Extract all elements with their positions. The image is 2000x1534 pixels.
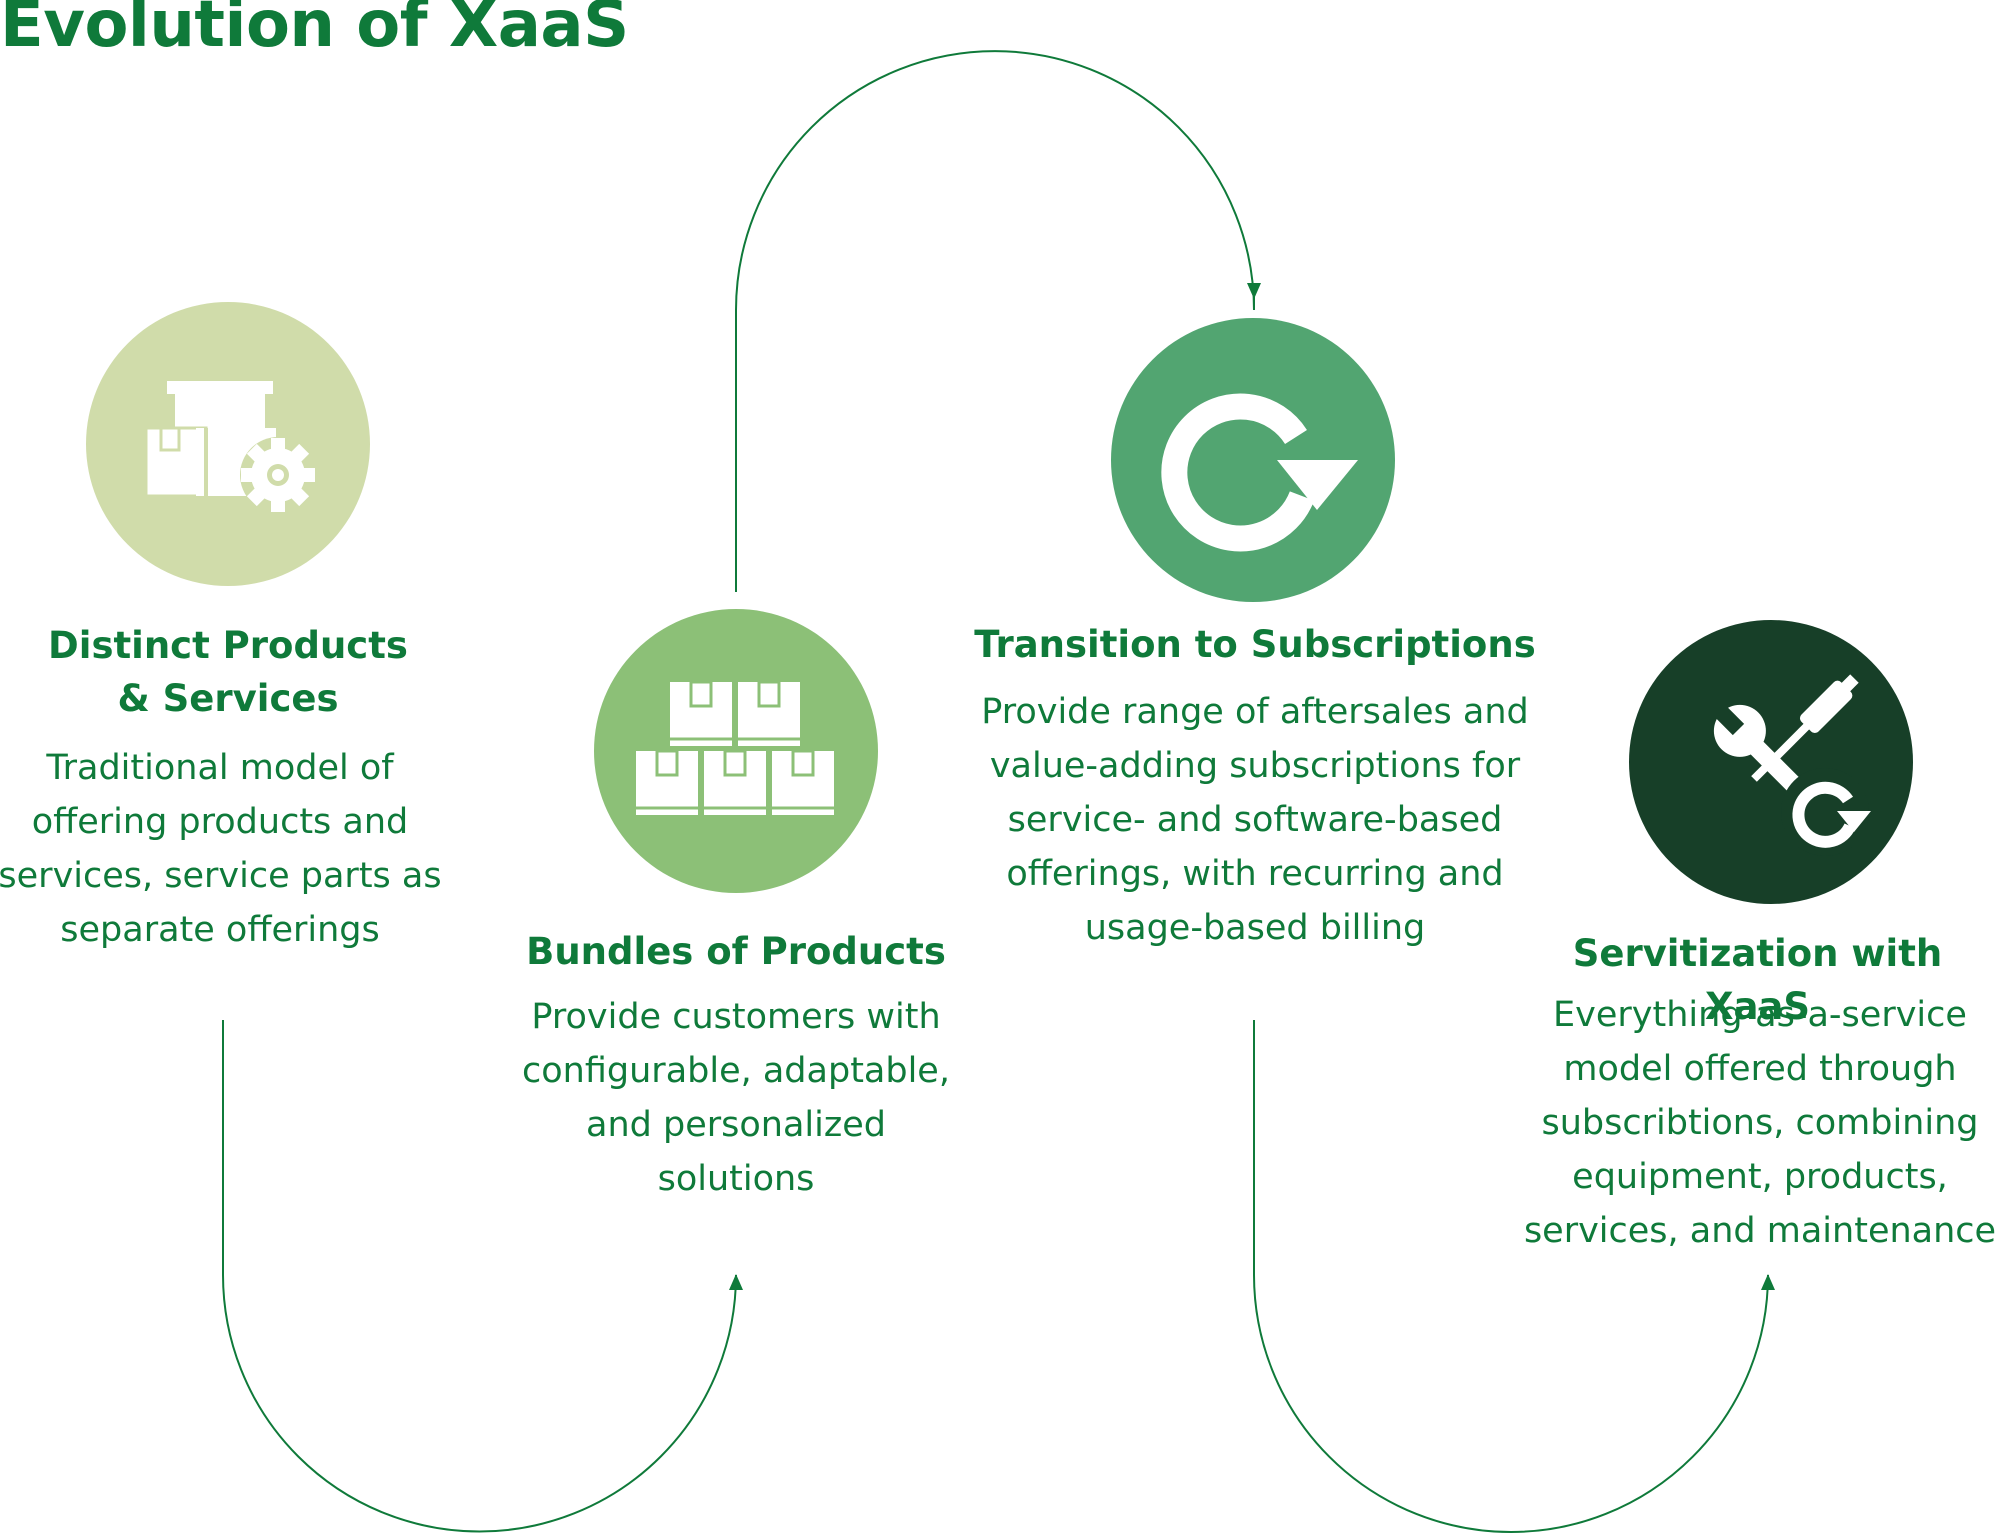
- connector-1-to-2: [222, 1020, 737, 1533]
- step4-circle: [1629, 620, 1913, 904]
- step3-circle: [1111, 318, 1395, 602]
- step2-title: Bundles of Products: [526, 930, 946, 973]
- arrow-up-step4: [1761, 1274, 1775, 1290]
- page-title: Evolution of XaaS: [0, 0, 629, 62]
- step2-description: Provide customers with configurable, ada…: [522, 997, 950, 1199]
- step3-description: Provide range of aftersales and value-ad…: [981, 692, 1529, 948]
- step2-circle: [594, 609, 878, 893]
- stacked-boxes-icon: [594, 609, 878, 893]
- step1-circle: [86, 302, 370, 586]
- step1-description: Traditional model of offering products a…: [0, 748, 442, 950]
- tools-refresh-icon: [1629, 620, 1913, 904]
- arrow-up-step2: [729, 1274, 743, 1290]
- arrow-down-step3: [1247, 283, 1261, 299]
- step4-title: Servitization with XaaS: [1572, 932, 1943, 1028]
- refresh-arrow-icon: [1111, 318, 1395, 602]
- step4-description: Everything-as-a-service model offered th…: [1523, 995, 1997, 1251]
- step1-title: Distinct Products & Services: [48, 624, 408, 720]
- box-gear-icon: [86, 302, 370, 586]
- connector-2-to-3: [735, 50, 1255, 592]
- step3-title: Transition to Subscriptions: [974, 623, 1536, 666]
- connector-3-to-4: [1253, 1020, 1769, 1533]
